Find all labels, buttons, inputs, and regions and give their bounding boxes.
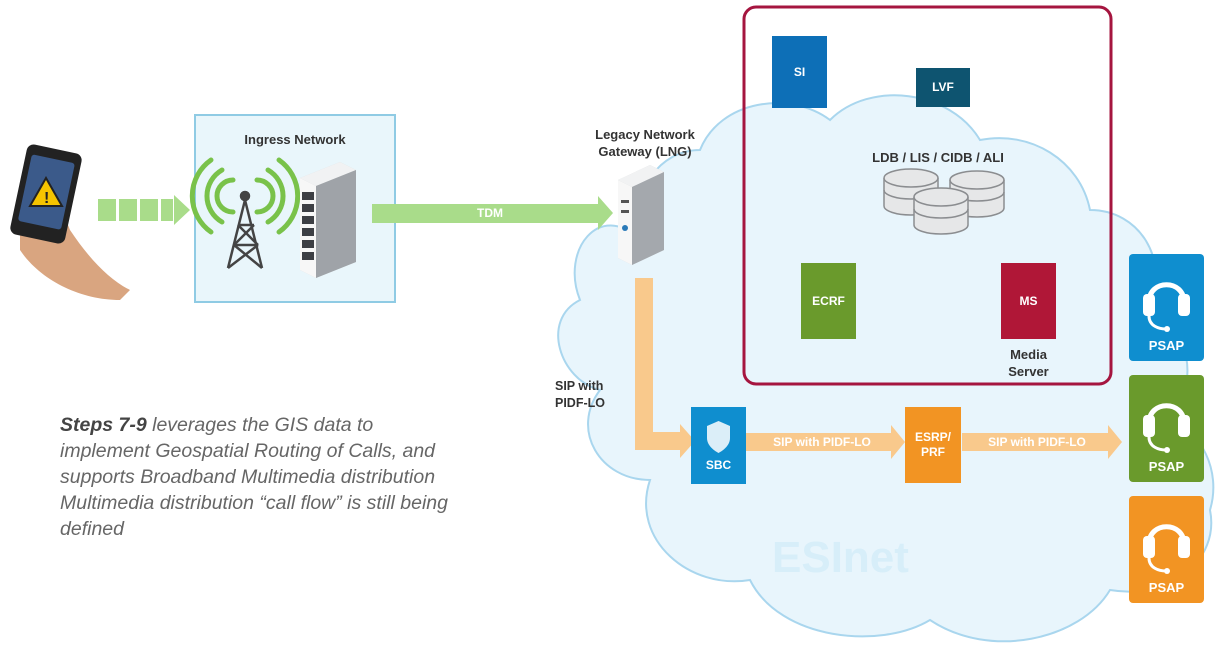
lng-label-line1: Legacy Network: [595, 127, 695, 142]
media-server-line1: Media: [1010, 347, 1047, 362]
core-services-frame: [742, 5, 1113, 386]
media-server-line2: Server: [1008, 364, 1049, 379]
esrp-to-psap-label: SIP with PIDF-LO: [988, 435, 1086, 449]
esrp-to-psap-arrow: [962, 425, 1122, 459]
lng-label: Legacy Network Gateway (LNG): [580, 126, 710, 160]
ingress-network-label: Ingress Network: [244, 132, 346, 147]
si-node: SI: [772, 36, 827, 108]
sbc-label: SBC: [705, 458, 732, 472]
psap-2-label: PSAP: [1148, 459, 1185, 474]
sip-label-line1: SIP with: [555, 379, 604, 393]
ms-node: MS: [1001, 263, 1056, 339]
steps-note-bold: Steps 7-9: [60, 414, 147, 436]
esrp-label-line1: ESRP/: [914, 430, 951, 444]
phone-to-ingress-arrow: [98, 195, 190, 225]
database-icon: [883, 168, 1005, 235]
psap-3-label: PSAP: [1148, 580, 1185, 595]
svg-text:!: !: [44, 190, 49, 207]
esrp-label-line2: PRF: [921, 445, 945, 459]
signal-waves-icon: [189, 157, 301, 235]
sbc-to-esrp-arrow: [745, 425, 905, 459]
psap-1-label: PSAP: [1148, 338, 1185, 353]
steps-note: Steps 7-9 leverages the GIS data to impl…: [60, 412, 450, 542]
database-label: LDB / LIS / CIDB / ALI: [872, 150, 1004, 165]
ecrf-node: ECRF: [801, 263, 856, 339]
sip-path-arrow: [635, 278, 695, 458]
esinet-cloud: [557, 94, 1215, 643]
lng-label-line2: Gateway (LNG): [598, 144, 692, 159]
shield-icon: [707, 421, 730, 453]
psap-2: PSAP: [1129, 375, 1204, 482]
steps-note-text: leverages the GIS data to implement Geos…: [60, 414, 448, 540]
phone-illustration: !: [10, 144, 130, 300]
lvf-node: LVF: [916, 68, 970, 107]
sip-label-line2: PIDF-LO: [555, 396, 605, 410]
headset-icon: [1143, 282, 1190, 332]
psap-1: PSAP: [1129, 254, 1204, 361]
psap-3: PSAP: [1129, 496, 1204, 603]
headset-icon: [1143, 403, 1190, 453]
media-server-label: Media Server: [986, 346, 1071, 380]
lng-server-icon: [618, 165, 664, 265]
tdm-label: TDM: [477, 206, 503, 220]
sbc-to-esrp-label: SIP with PIDF-LO: [773, 435, 871, 449]
ingress-server-icon: [300, 162, 356, 278]
tdm-arrow: [372, 196, 613, 230]
sip-pidf-lo-label: SIP with PIDF-LO: [555, 378, 620, 412]
headset-icon: [1143, 524, 1190, 574]
sbc-node: SBC: [691, 407, 746, 484]
esinet-label: ESInet: [772, 533, 909, 582]
tower-icon: [226, 190, 264, 269]
esrp-node: ESRP/ PRF: [905, 407, 961, 483]
